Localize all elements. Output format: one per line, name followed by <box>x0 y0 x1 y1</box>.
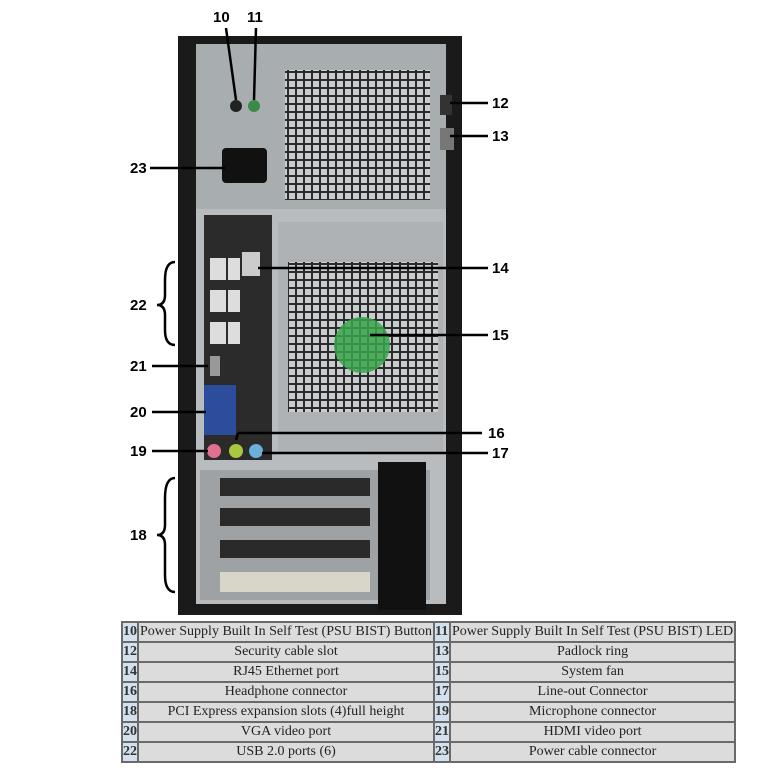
io-panel <box>204 215 272 460</box>
callout-20: 20 <box>130 404 147 421</box>
callout-19: 19 <box>130 443 147 460</box>
legend-number: 17 <box>433 681 452 703</box>
callout-lines <box>150 27 488 594</box>
legend-description: Padlock ring <box>449 641 737 663</box>
legend-description: HDMI video port <box>449 721 737 743</box>
legend-number: 16 <box>121 681 139 703</box>
power-cable-connector <box>222 148 267 183</box>
legend-number: 18 <box>121 701 139 723</box>
rj45-port <box>242 252 260 276</box>
legend-number: 10 <box>121 621 139 643</box>
legend-description: Microphone connector <box>449 701 737 723</box>
hdmi-port <box>210 356 220 376</box>
security-cable-slot <box>440 95 452 115</box>
callout-12: 12 <box>492 95 509 112</box>
legend-description: Headphone connector <box>136 681 436 703</box>
power-supply <box>222 70 454 200</box>
legend-description: Security cable slot <box>136 641 436 663</box>
legend-number: 22 <box>121 741 139 763</box>
callout-21: 21 <box>130 358 147 375</box>
legend-description: USB 2.0 ports (6) <box>136 741 436 763</box>
legend-number: 19 <box>433 701 452 723</box>
mic-jack <box>207 444 221 458</box>
callout-22: 22 <box>130 297 147 314</box>
legend-number: 20 <box>121 721 139 743</box>
legend-number: 12 <box>121 641 139 663</box>
legend-description: Power cable connector <box>449 741 737 763</box>
legend-description: VGA video port <box>136 721 436 743</box>
callout-13: 13 <box>492 128 509 145</box>
callout-10: 10 <box>213 9 230 26</box>
legend-number: 21 <box>433 721 452 743</box>
callout-18: 18 <box>130 527 147 544</box>
legend-number: 14 <box>121 661 139 683</box>
legend-number: 15 <box>433 661 452 683</box>
callout-11: 11 <box>247 9 263 26</box>
callout-23: 23 <box>130 160 147 177</box>
legend-description: System fan <box>449 661 737 683</box>
computer-back-panel-diagram: 10 11 12 13 14 15 16 17 18 19 20 21 22 2… <box>130 9 509 615</box>
legend-description: PCI Express expansion slots (4)full heig… <box>136 701 436 723</box>
psu-bist-button <box>230 100 242 112</box>
legend-number: 13 <box>433 641 452 663</box>
callout-labels: 10 11 12 13 14 15 16 17 18 19 20 21 22 2… <box>130 9 509 544</box>
headphone-jack <box>229 444 243 458</box>
legend-number: 23 <box>433 741 452 763</box>
padlock-ring <box>440 128 454 150</box>
legend-description: Power Supply Built In Self Test (PSU BIS… <box>449 621 737 643</box>
expansion-slots <box>200 462 430 610</box>
legend-number: 11 <box>433 621 452 643</box>
system-fan <box>278 222 443 452</box>
callout-16: 16 <box>488 425 505 442</box>
vga-port <box>204 385 236 435</box>
callout-15: 15 <box>492 327 509 344</box>
legend-description: RJ45 Ethernet port <box>136 661 436 683</box>
lineout-jack <box>249 444 263 458</box>
legend-description: Line-out Connector <box>449 681 737 703</box>
psu-bist-led <box>248 100 260 112</box>
callout-14: 14 <box>492 260 509 277</box>
legend-description: Power Supply Built In Self Test (PSU BIS… <box>136 621 436 643</box>
callout-17: 17 <box>492 445 509 462</box>
